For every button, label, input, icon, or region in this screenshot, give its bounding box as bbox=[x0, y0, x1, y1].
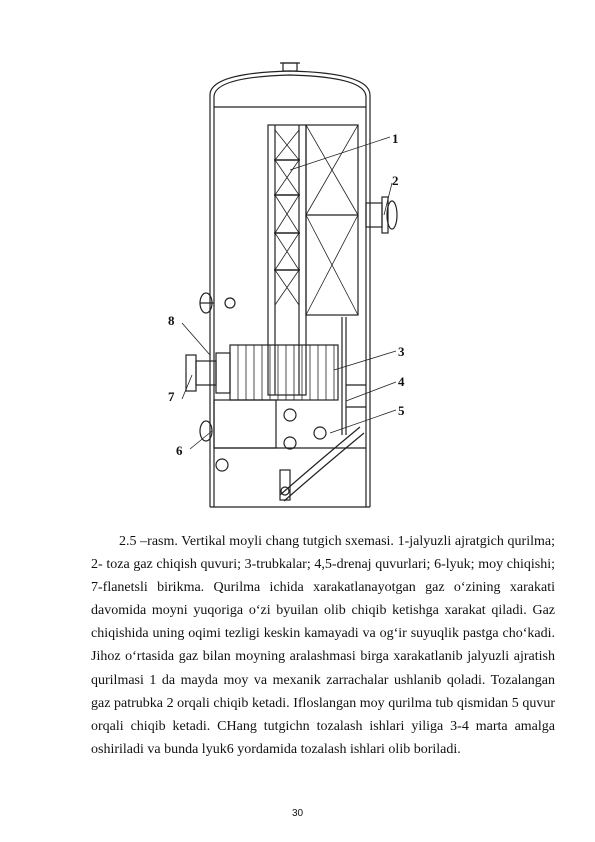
figure-label-8: 8 bbox=[168, 313, 175, 328]
body-paragraph: 2.5 –rasm. Vertikal moyli chang tutgich … bbox=[91, 534, 555, 757]
page-number: 30 bbox=[291, 808, 304, 819]
figure-label-2: 2 bbox=[392, 173, 399, 188]
figure-label-4: 4 bbox=[398, 374, 405, 389]
figure-label-3: 3 bbox=[398, 344, 405, 359]
figure-label-7: 7 bbox=[168, 389, 175, 404]
separator-schematic-figure: 1 2 3 4 5 6 7 8 bbox=[160, 55, 420, 515]
vessel-diagram: 1 2 3 4 5 6 7 8 bbox=[168, 62, 405, 508]
figure-label-5: 5 bbox=[398, 403, 405, 418]
body-text-block: 2.5 –rasm. Vertikal moyli chang tutgich … bbox=[91, 530, 555, 761]
figure-label-1: 1 bbox=[392, 131, 399, 146]
figure-label-6: 6 bbox=[176, 443, 183, 458]
